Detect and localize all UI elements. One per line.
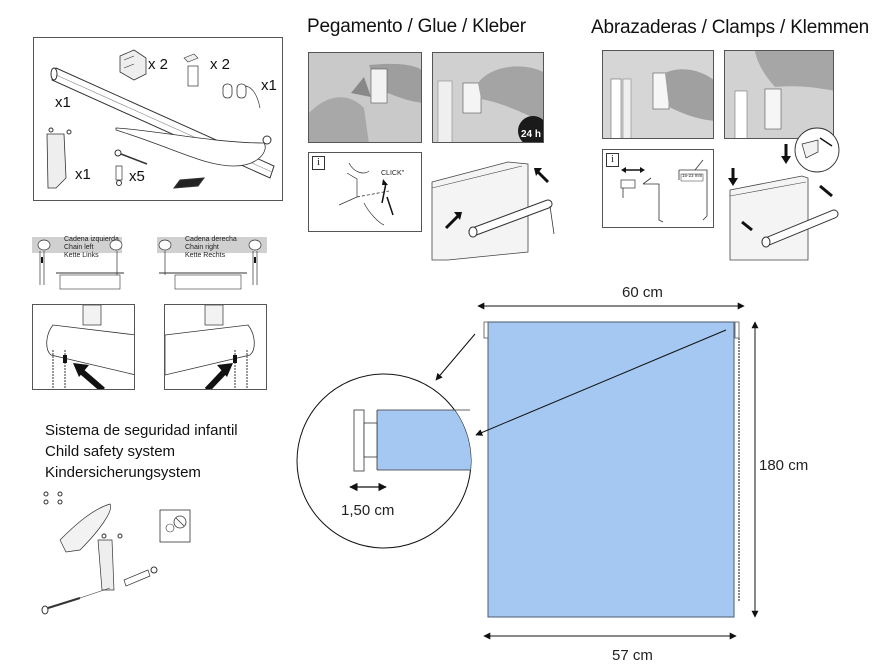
chain-guide-icon (46, 127, 72, 189)
no-child-warning-icon (159, 509, 191, 543)
qty-chain-guide: x1 (75, 166, 91, 183)
arrow-up-icon (381, 182, 387, 204)
arrow-icon (536, 170, 550, 184)
clamps-heading: Abrazaderas / Clamps / Klemmen (591, 17, 870, 38)
qty-clamp: x 2 (210, 56, 231, 73)
clamp-photo-attach (602, 50, 714, 139)
detail-bracket-plate (353, 409, 365, 472)
info-icon: i (606, 153, 619, 167)
info-icon: i (312, 156, 325, 170)
chain-left-closeup (32, 304, 135, 390)
detail-bracket-spacer (363, 422, 378, 458)
parts-illustration (46, 49, 275, 189)
fabric-width-label: 57 cm (612, 647, 653, 664)
qty-roller: x1 (55, 94, 71, 111)
arrow-icon (819, 184, 833, 198)
detail-magnifier (296, 373, 472, 549)
chain-right-label-en: Chain right (185, 244, 219, 251)
chain-right-closeup (164, 304, 267, 390)
screw-icon (114, 149, 148, 165)
glue-heading: Pegamento / Glue / Kleber (307, 16, 526, 37)
wall-plug-icon (115, 165, 123, 186)
hand-icon (309, 97, 369, 142)
child-safety-es: Sistema de seguridad infantil (45, 422, 238, 439)
clamp-mount-illustration (728, 127, 840, 261)
fabric-swoosh-icon (115, 127, 266, 167)
timer-label: 24 h (521, 129, 542, 140)
child-safety-en: Child safety system (45, 443, 176, 460)
child-safety-text: Sistema de seguridad infantil Child safe… (45, 420, 238, 483)
qty-end-caps: x1 (261, 77, 277, 94)
double-arrow-icon (819, 137, 833, 147)
arrow-icon (204, 368, 228, 389)
blind-fabric (487, 321, 735, 618)
arrow-icon (741, 220, 753, 232)
chain-left-diagram: Cadena izquierda Chain left Kette Links (32, 235, 124, 297)
bracket-pointer-line (435, 333, 476, 381)
chain-guide-icon (43, 491, 112, 553)
arrow-icon (79, 368, 105, 389)
parts-box: x 2 x 2 x1 x1 x1 x5 (33, 37, 283, 201)
adhesive-pad-icon (172, 177, 206, 189)
chain-left-label-en: Chain left (64, 244, 94, 251)
child-safety-de: Kindersicherungsystem (45, 464, 201, 481)
qty-screws: x5 (129, 168, 145, 185)
chain-right-label-de: Kette Rechts (185, 252, 226, 259)
bracket-offset-label: 1,50 cm (341, 502, 395, 519)
arrow-icon (444, 214, 460, 230)
arrow-down-icon (386, 196, 394, 216)
wall-plug-icon (123, 566, 158, 587)
glue-info-panel: i CLICK" (308, 152, 422, 232)
screw-icon (41, 587, 111, 615)
chain-right-diagram: Cadena derecha Chain right Kette Rechts (157, 235, 267, 297)
right-bracket (734, 321, 740, 339)
clamp-photo-slide (724, 50, 834, 139)
glue-photo-peel (308, 52, 422, 143)
chain-left-label-de: Kette Links (64, 252, 99, 259)
timer-icon (518, 116, 543, 142)
left-bracket (483, 321, 489, 339)
clamp-info-panel: i 15-23 mm (602, 149, 714, 228)
clamp-icon (183, 53, 199, 87)
qty-bracket: x 2 (148, 56, 169, 73)
click-label: CLICK" (381, 170, 405, 177)
chain-right-label-es: Cadena derecha (185, 236, 237, 243)
end-caps-icon (222, 83, 261, 109)
height-label: 180 cm (759, 457, 809, 474)
wall-mount-guide-icon (97, 533, 123, 591)
glue-mount-illustration (431, 161, 555, 261)
total-width-label: 60 cm (622, 284, 663, 301)
callout-pointer-line (475, 329, 727, 436)
bracket-icon (119, 49, 147, 81)
child-safety-illustration (41, 491, 191, 615)
glue-photo-press: 24 h (432, 52, 544, 143)
detail-fabric (377, 410, 471, 470)
chain-left-label-es: Cadena izquierda (64, 236, 119, 243)
range-label: 15-23 mm (682, 173, 703, 178)
